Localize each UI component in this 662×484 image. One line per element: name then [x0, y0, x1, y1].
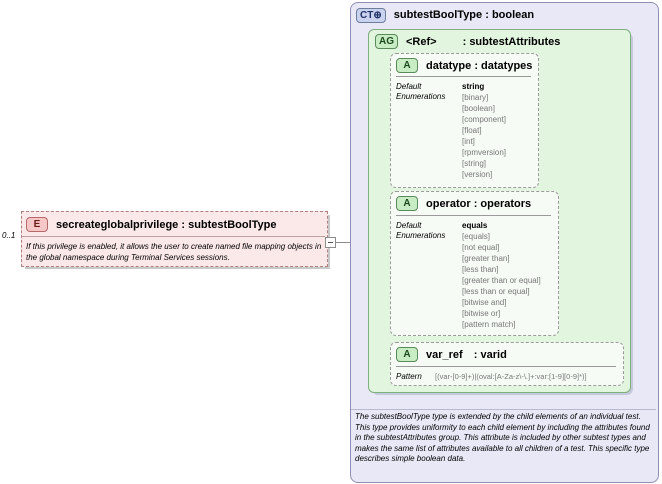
complex-type-separator [351, 409, 656, 410]
attribute-separator [396, 366, 616, 367]
element-separator [22, 236, 325, 237]
enumeration-value: [less than or equal] [462, 287, 530, 296]
attribute-type: varid [480, 348, 507, 361]
attribute-group-ref: <Ref> [406, 35, 437, 48]
attribute-box-var-ref [390, 342, 624, 386]
attribute-separator [396, 215, 551, 216]
default-value: string [462, 82, 485, 91]
element-header: E secreateglobalprivilege : subtestBoolT… [26, 217, 277, 232]
attribute-icon: A [396, 196, 418, 211]
enumeration-value: [float] [462, 126, 482, 135]
enumeration-value: [less than] [462, 265, 499, 274]
enumerations-label: Enumerations [396, 92, 446, 101]
attribute-values-datatype: string [binary] [boolean] [component] [f… [462, 81, 506, 180]
element-box [21, 211, 328, 267]
enumeration-value: [bitwise and] [462, 298, 507, 307]
complex-type-badge-label: CT [360, 9, 374, 21]
attribute-title-var-ref[interactable]: var_ref : varid [426, 349, 507, 361]
element-cardinality: 0..1 [2, 231, 16, 240]
attribute-separator [396, 76, 531, 77]
element-type: subtestBoolType [188, 218, 277, 231]
attribute-name: datatype [426, 59, 472, 72]
attribute-labels: Default Enumerations [396, 221, 445, 241]
attribute-header-var-ref: A var_ref : varid [396, 347, 507, 362]
complex-type-header: CT⊕ subtestBoolType : boolean [356, 7, 534, 23]
element-name: secreateglobalprivilege [56, 218, 179, 231]
attribute-header-operator: A operator : operators [396, 196, 531, 211]
element-title[interactable]: secreateglobalprivilege : subtestBoolTyp… [56, 219, 277, 231]
attribute-group-title[interactable]: : subtestAttributes [463, 36, 561, 48]
type-separator: : [462, 35, 467, 48]
attribute-group-name: subtestAttributes [469, 35, 561, 48]
enumerations-label: Enumerations [396, 231, 446, 240]
pattern-value: [(var-[0-9]+)|(oval:[A-Za-z\-\.]+:var:[1… [435, 372, 587, 381]
attribute-values-operator: equals [equals] [not equal] [greater tha… [462, 220, 541, 330]
attribute-header-datatype: A datatype : datatypes [396, 58, 532, 73]
element-icon: E [26, 217, 48, 232]
enumeration-value: [greater than or equal] [462, 276, 541, 285]
enumeration-value: [version] [462, 170, 493, 179]
enumeration-value: [component] [462, 115, 507, 124]
element-documentation: If this privilege is enabled, it allows … [26, 242, 322, 262]
type-separator: : [181, 218, 186, 231]
attribute-title-datatype[interactable]: datatype : datatypes [426, 60, 532, 72]
enumeration-value: [greater than] [462, 254, 510, 263]
default-value: equals [462, 221, 488, 230]
enumeration-value: [pattern match] [462, 320, 516, 329]
enumeration-value: [rpmversion] [462, 148, 507, 157]
enumeration-value: [boolean] [462, 104, 495, 113]
enumeration-value: [equals] [462, 232, 491, 241]
complex-type-documentation: The subtestBoolType type is extended by … [355, 412, 650, 463]
attribute-title-operator[interactable]: operator : operators [426, 198, 531, 210]
default-label: Default [396, 82, 422, 91]
complex-type-base: boolean [491, 9, 535, 21]
complex-type-icon: CT⊕ [356, 7, 386, 23]
attribute-type: datatypes [481, 59, 533, 72]
default-label: Default [396, 221, 422, 230]
attribute-box-datatype [390, 53, 539, 188]
attribute-icon: A [396, 347, 418, 362]
attribute-name: operator [426, 197, 471, 210]
connector-line [334, 242, 350, 243]
type-separator: : [473, 348, 478, 361]
type-separator: : [473, 197, 478, 210]
enumeration-value: [binary] [462, 93, 489, 102]
pattern-label: Pattern [396, 372, 422, 381]
enumeration-value: [string] [462, 159, 487, 168]
enumeration-value: [not equal] [462, 243, 500, 252]
enumeration-value: [int] [462, 137, 475, 146]
enumeration-value: [bitwise or] [462, 309, 501, 318]
attribute-name: var_ref [426, 348, 463, 361]
attribute-labels: Default Enumerations [396, 82, 445, 102]
attribute-group-icon: AG [375, 34, 398, 49]
collapse-toggle-icon[interactable] [325, 237, 336, 248]
type-separator: : [474, 59, 478, 72]
complex-type-title[interactable]: subtestBoolType : boolean [394, 9, 534, 21]
type-separator: : [485, 9, 489, 21]
attribute-group-header: AG <Ref> : subtestAttributes [375, 34, 560, 49]
attribute-icon: A [396, 58, 418, 73]
complex-type-name: subtestBoolType [393, 9, 483, 21]
attribute-type: operators [480, 197, 532, 210]
